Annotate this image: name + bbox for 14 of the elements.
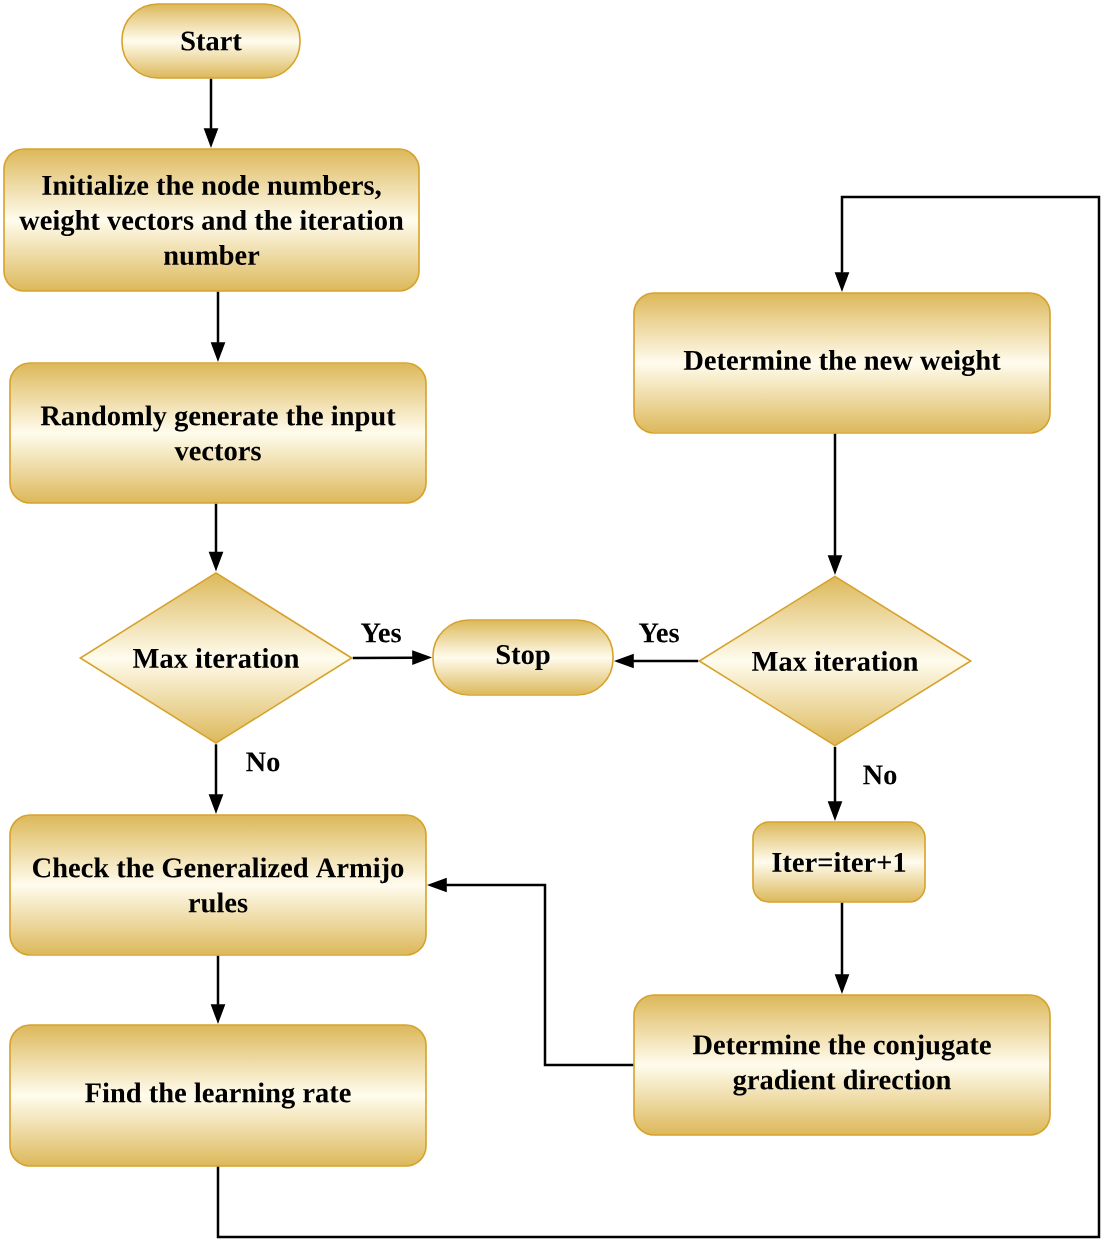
edge-label: No bbox=[861, 764, 899, 786]
process-box: Determine the conjugate gradient direction bbox=[633, 994, 1051, 1136]
edge-label: Yes bbox=[359, 622, 403, 644]
process-box: Initialize the node numbers, weight vectors and the iteration number bbox=[3, 148, 420, 292]
edge-label: No bbox=[244, 751, 282, 773]
process-box: Randomly generate the input vectors bbox=[9, 362, 427, 504]
process-box: Find the learning rate bbox=[9, 1024, 427, 1167]
process-box: Check the Generalized Armijo rules bbox=[9, 814, 427, 956]
terminal-box: Stop bbox=[432, 619, 614, 696]
process-box: Determine the new weight bbox=[633, 292, 1051, 434]
edge-label: Yes bbox=[637, 622, 681, 644]
arrow bbox=[216, 195, 1101, 1239]
process-box: Iter=iter+1 bbox=[752, 821, 926, 903]
terminal-box: Start bbox=[121, 3, 301, 79]
